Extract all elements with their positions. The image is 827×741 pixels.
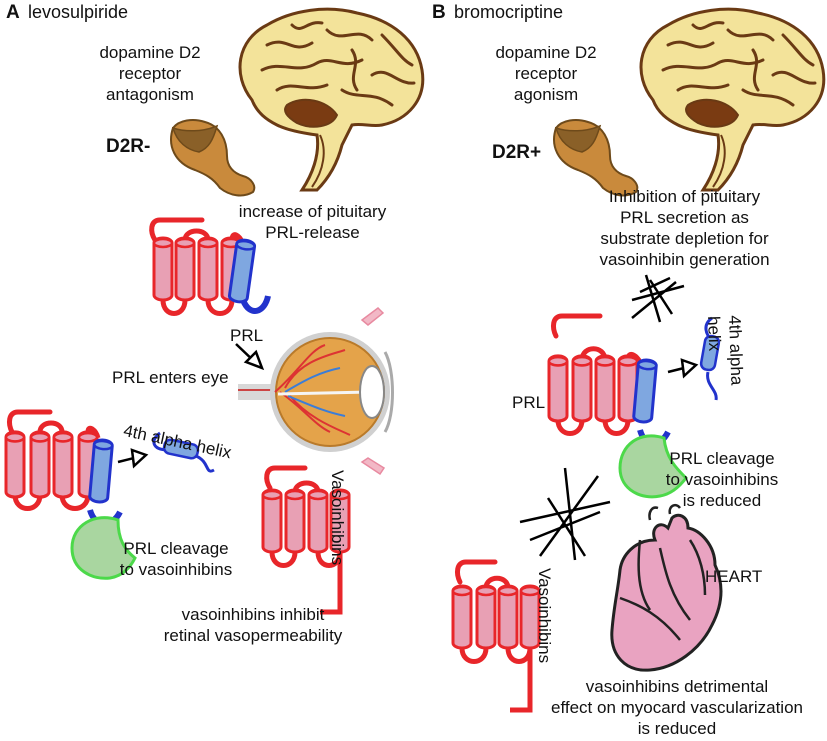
panel-a-increase-text: increase of pituitary PRL-release [238, 202, 387, 242]
arrow-a-2 [117, 448, 149, 469]
panel-b-mechanism: dopamine D2 receptor agonism [495, 43, 597, 104]
panel-a-enters-eye: PRL enters eye [112, 368, 229, 387]
heart-diagram [610, 503, 723, 672]
vasoinhibins-structure-a [261, 465, 351, 615]
panel-b-letter: B [432, 2, 446, 23]
free-helix-a [152, 431, 215, 473]
panel-a-vasoinhibins-label: Vasoinhibins [328, 470, 347, 566]
panel-b-vasoinhibins-label: Vasoinhibins [535, 568, 554, 664]
panel-a-cleavage-text: PRL cleavage to vasoinhibins [119, 539, 233, 579]
arrow-a-1 [235, 343, 265, 371]
panel-b-helix-label: 4th alpha helix [704, 315, 747, 386]
prl-structure-b [547, 313, 688, 499]
free-helix-b [699, 316, 721, 401]
eye-diagram [238, 307, 394, 476]
panel-b-inhibition-text: Inhibition of pituitary PRL secretion as… [599, 187, 770, 269]
prl-structure-a-bottom [4, 409, 137, 580]
panel-b-prl-label: PRL [512, 393, 546, 412]
panel-b-cleavage-text: PRL cleavage to vasoinhibins is reduced [665, 449, 779, 510]
arrow-b-1 [667, 358, 699, 379]
panel-a-receptor-label: D2R- [106, 136, 151, 157]
panel-b-detrimental-text: vasoinhibins detrimental effect on myoca… [551, 677, 803, 738]
receptor-b [553, 119, 639, 197]
vasoinhibins-structure-b [451, 559, 541, 713]
prl-structure-a-top [149, 217, 271, 316]
panel-a-prl-label: PRL [230, 326, 264, 345]
panel-b-heart-label: HEART [705, 567, 763, 586]
receptor-a [170, 119, 256, 197]
panel-a-drug: levosulpiride [28, 2, 129, 22]
panel-a-inhibit-text: vasoinhibins inhibit retinal vasopermeab… [163, 605, 343, 645]
blocked-arrow-b-1 [631, 274, 685, 323]
panel-a-mechanism: dopamine D2 receptor antagonism [99, 43, 201, 104]
panel-b-drug: bromocriptine [454, 2, 564, 22]
panel-a-letter: A [6, 2, 20, 23]
brain-a [238, 7, 425, 192]
panel-b-receptor-label: D2R+ [492, 142, 542, 163]
blocked-arrow-b-2 [519, 467, 611, 561]
brain-b [639, 7, 826, 192]
